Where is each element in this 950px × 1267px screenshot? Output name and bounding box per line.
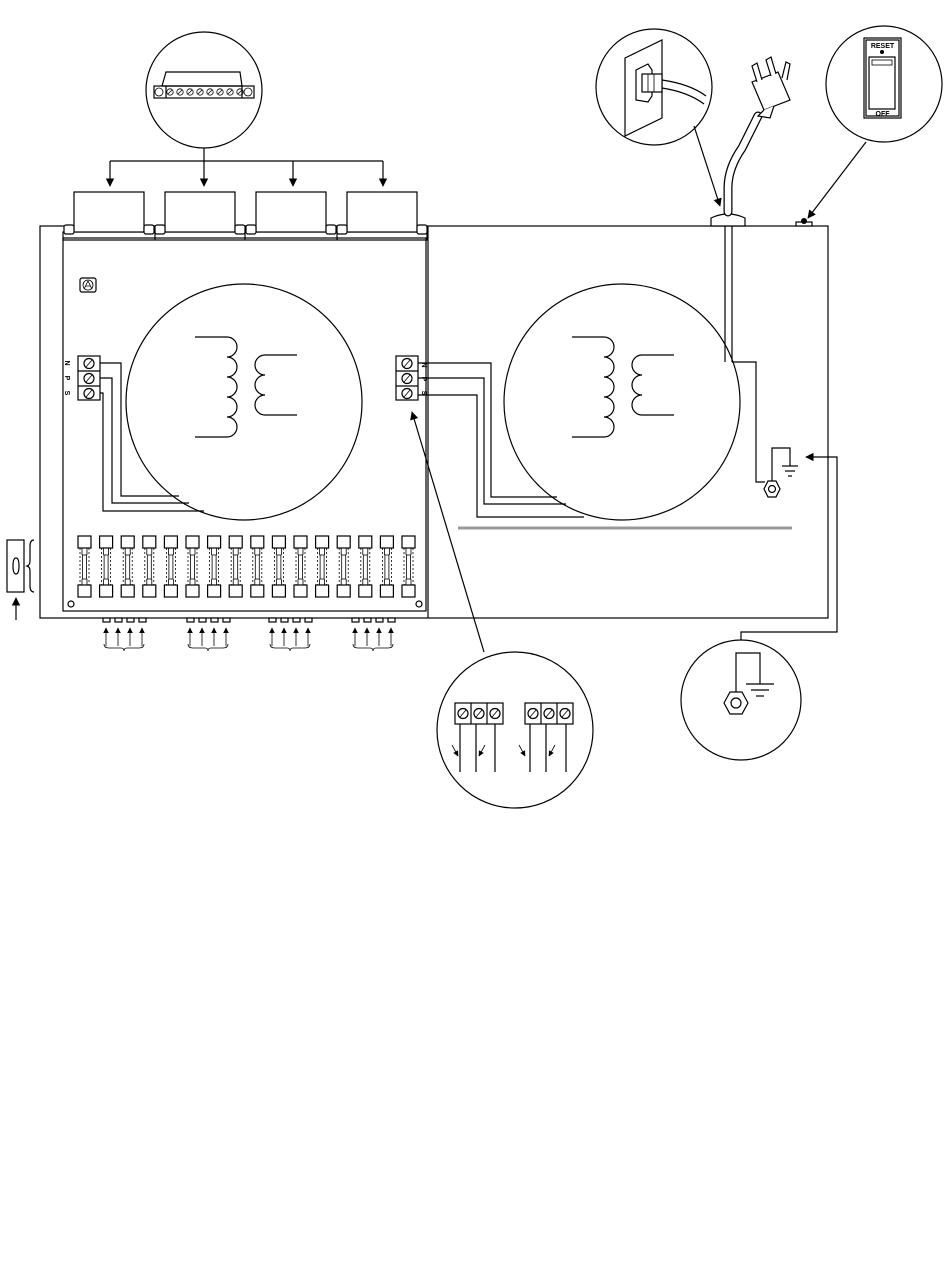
cable-gland-callout: [596, 29, 720, 206]
connector-module-3[interactable]: [256, 192, 326, 232]
transformer-right: [504, 284, 740, 520]
breaker-callout: RESET OFF: [808, 26, 942, 218]
fuse-holder[interactable]: [294, 536, 307, 597]
fuse-holder[interactable]: [186, 536, 199, 597]
breaker-switch[interactable]: [796, 218, 812, 226]
output-terminal-group: [103, 618, 146, 651]
terminal-label-n: N: [63, 360, 70, 365]
output-arrows: [103, 618, 395, 651]
connector-module-2[interactable]: [165, 192, 235, 232]
fuse-holder[interactable]: [100, 536, 113, 597]
left-circuit-board: [63, 238, 426, 611]
connector-module-4[interactable]: [347, 192, 417, 232]
terminal-block-callout: [146, 32, 262, 148]
fuse-row: [78, 536, 415, 597]
fuse-holder[interactable]: [251, 536, 264, 597]
right-transformer-wiring: [418, 363, 584, 517]
fuse-holder[interactable]: [316, 536, 329, 597]
enclosure-outline: [40, 226, 828, 618]
output-terminal-group: [352, 618, 395, 651]
terminal-label-s: S: [63, 391, 70, 396]
fuse-holder[interactable]: [78, 536, 91, 597]
power-plug-icon: [752, 57, 790, 118]
terminal-detail-callout: [412, 412, 593, 808]
fuse-holder[interactable]: [359, 536, 372, 597]
connector-module-1[interactable]: [74, 192, 144, 232]
left-terminal-block[interactable]: N P S: [63, 356, 100, 400]
ground-callout-arrow: [741, 457, 837, 640]
connector-callout-arrows: [110, 148, 383, 186]
spare-fuse: [7, 540, 34, 620]
fuse-holder[interactable]: [164, 536, 177, 597]
output-terminal-group: [187, 618, 230, 651]
fuse-holder[interactable]: [272, 536, 285, 597]
fuse-holder[interactable]: [380, 536, 393, 597]
certification-logo-icon: [80, 278, 96, 292]
board-mount-hole: [416, 601, 422, 607]
transformer-left: [126, 284, 362, 520]
fuse-holder[interactable]: [121, 536, 134, 597]
connector-modules: [63, 192, 427, 240]
ground-callout: [681, 640, 801, 760]
left-transformer-wiring: [100, 363, 204, 511]
ground-stud-icon: [764, 448, 798, 497]
reset-label: RESET: [871, 43, 895, 50]
fuse-holder[interactable]: [337, 536, 350, 597]
fuse-holder[interactable]: [402, 536, 415, 597]
output-terminal-group: [269, 618, 312, 651]
power-cord: [711, 116, 765, 482]
off-label: OFF: [876, 111, 891, 118]
board-mount-hole: [68, 601, 74, 607]
fuse-holder[interactable]: [208, 536, 221, 597]
fuse-holder[interactable]: [143, 536, 156, 597]
terminal-label-p: P: [63, 376, 70, 381]
fuse-holder[interactable]: [229, 536, 242, 597]
